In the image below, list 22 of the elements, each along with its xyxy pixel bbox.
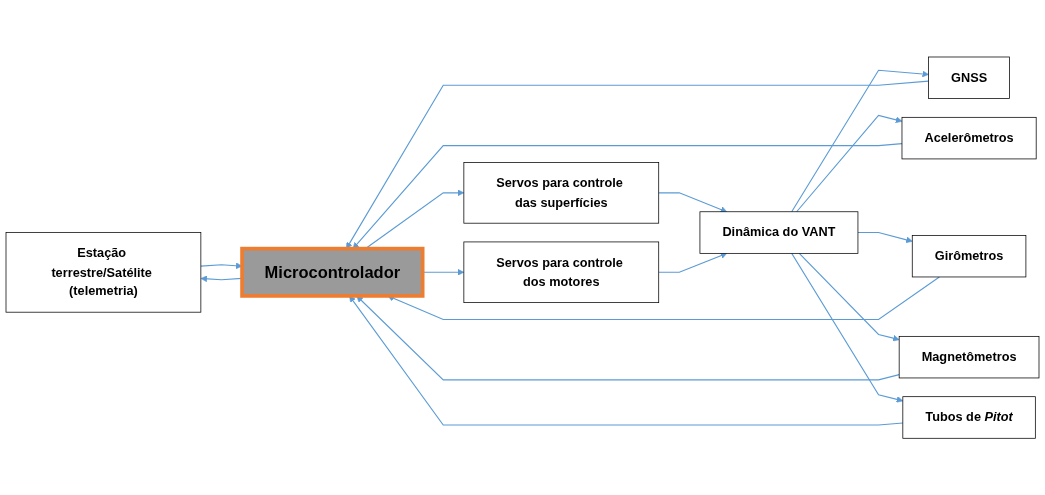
arrow [356,295,900,381]
node-box: GNSS [928,56,1010,99]
arrow [791,252,904,403]
node-box: Servos para controle dos motores [463,241,660,303]
node-box: Magnetômetros [898,335,1040,379]
node-box: Tubos de Pitot [902,396,1036,439]
arrow [857,231,913,243]
arrow [352,143,903,249]
arrow [796,114,903,213]
arrow [798,252,900,342]
node-box: Estação terrestre/Satélite (telemetria) [5,231,202,313]
node-box: Servos para controle das superfícies [463,161,660,224]
arrow [791,69,929,213]
arrow [658,192,728,213]
node-box: Acelerômetros [901,116,1037,160]
arrow [349,295,904,426]
arrow [346,80,930,249]
node-box: Girômetros [911,234,1027,278]
node-box: Dinâmica do VANT [699,211,859,254]
arrow [658,252,728,273]
node-box: Microcontrolador [240,246,425,298]
arrow [387,276,940,320]
